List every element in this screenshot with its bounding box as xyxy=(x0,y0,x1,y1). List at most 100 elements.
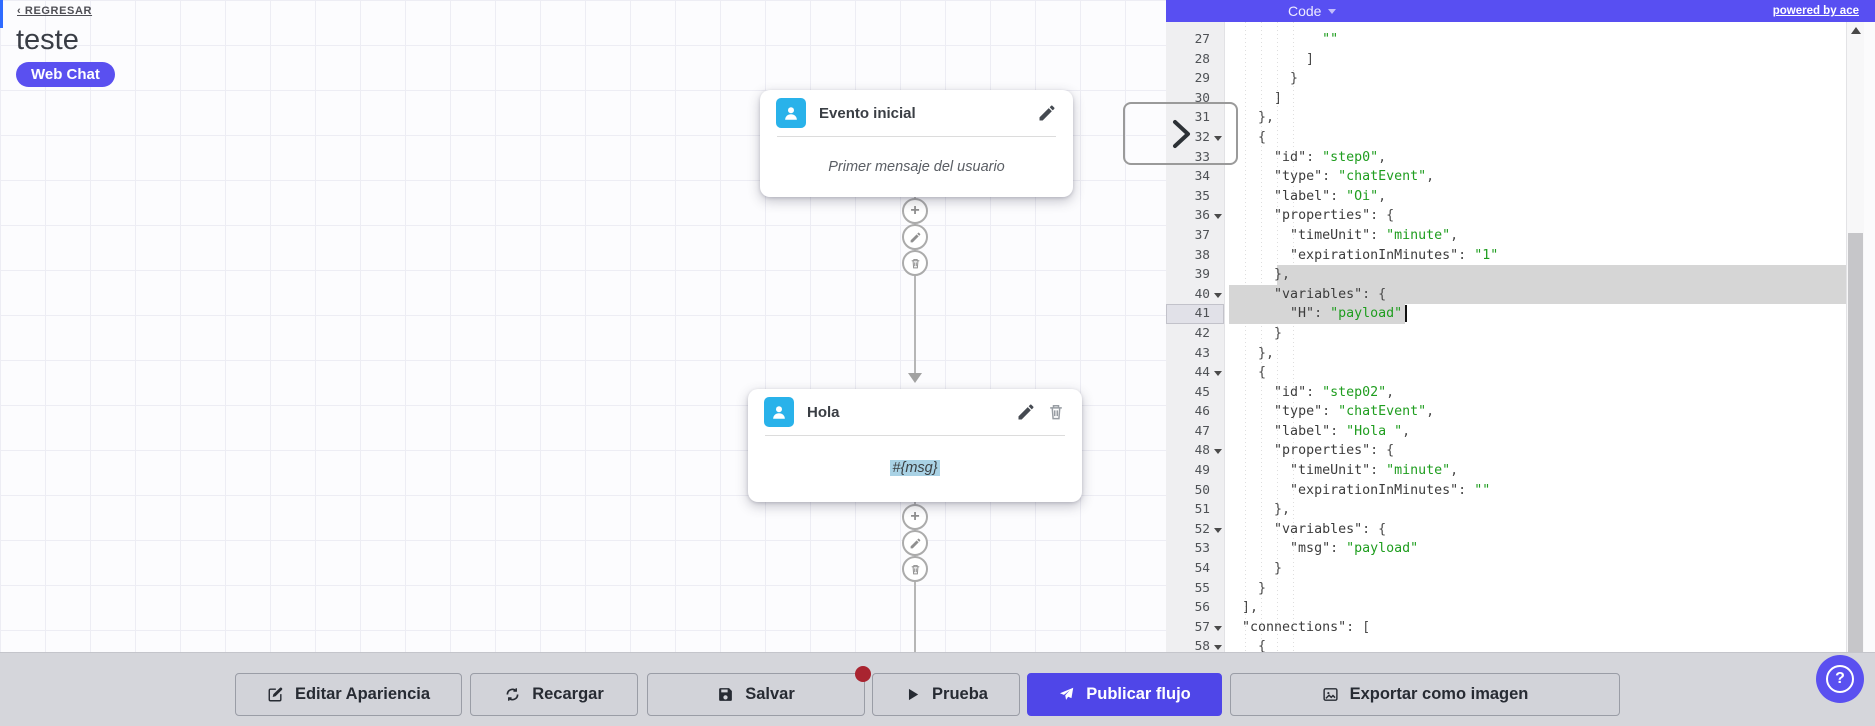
gutter-line-number[interactable]: 57 xyxy=(1166,618,1224,638)
gutter-line-number[interactable]: 28 xyxy=(1194,51,1210,67)
code-mode-dropdown[interactable]: Code xyxy=(1288,0,1337,22)
code-line[interactable]: } xyxy=(1226,580,1267,596)
gutter-line-number[interactable]: 43 xyxy=(1194,345,1210,361)
delete-node-icon[interactable] xyxy=(1046,402,1066,422)
code-line[interactable]: "H": "payload" xyxy=(1226,304,1846,324)
fold-arrow-icon[interactable] xyxy=(1214,527,1222,533)
code-line[interactable]: ], xyxy=(1226,600,1259,616)
save-button[interactable]: Salvar xyxy=(647,666,871,716)
publish-flow-button[interactable]: Publicar flujo xyxy=(1027,673,1222,716)
gutter-line-number[interactable]: 40 xyxy=(1166,285,1224,305)
fold-arrow-icon[interactable] xyxy=(1214,625,1222,631)
code-line[interactable]: "connections": [ xyxy=(1242,619,1371,635)
code-line[interactable]: "label": "Oi", xyxy=(1274,188,1387,204)
code-line[interactable]: } xyxy=(1226,71,1299,87)
code-line[interactable]: "id": "step02", xyxy=(1274,384,1395,400)
gutter-line-number[interactable]: 36 xyxy=(1166,206,1224,226)
gutter-line-number[interactable]: 42 xyxy=(1194,325,1210,341)
gutter-line-number[interactable]: 29 xyxy=(1194,71,1210,87)
powered-by-ace-link[interactable]: powered by ace xyxy=(1772,5,1859,17)
gutter-line-number[interactable]: 50 xyxy=(1194,482,1210,498)
code-line[interactable]: } xyxy=(1226,325,1283,341)
code-line[interactable]: "properties": { xyxy=(1274,443,1395,459)
gutter-line-number[interactable]: 41 xyxy=(1166,304,1224,324)
gutter-line-number[interactable]: 54 xyxy=(1194,561,1210,577)
flow-node-evento-inicial[interactable]: Evento inicial Primer mensaje del usuari… xyxy=(760,90,1073,197)
code-line[interactable]: "expirationInMinutes": "" xyxy=(1290,482,1491,498)
code-line[interactable]: }, xyxy=(1226,265,1846,285)
gutter-line-number[interactable]: 32 xyxy=(1166,128,1224,148)
gutter-line-number[interactable]: 34 xyxy=(1194,169,1210,185)
code-line[interactable]: }, xyxy=(1226,345,1275,361)
gutter-line-number[interactable]: 33 xyxy=(1194,149,1210,165)
reload-button[interactable]: Recargar xyxy=(470,673,638,716)
code-line[interactable]: "properties": { xyxy=(1274,208,1395,224)
gutter-line-number[interactable]: 53 xyxy=(1194,541,1210,557)
gutter-line-number[interactable]: 35 xyxy=(1194,188,1210,204)
flow-canvas[interactable]: ‹ REGRESAR teste Web Chat + + xyxy=(0,0,1166,726)
delete-connection-button[interactable] xyxy=(902,250,928,276)
code-line[interactable]: "type": "chatEvent", xyxy=(1274,169,1435,185)
fold-arrow-icon[interactable] xyxy=(1214,371,1222,377)
code-line[interactable]: { xyxy=(1226,365,1267,381)
gutter-line-number[interactable]: 56 xyxy=(1194,600,1210,616)
gutter-line-number[interactable]: 39 xyxy=(1194,267,1210,283)
gutter-line-number[interactable]: 31 xyxy=(1194,110,1210,126)
collapse-editor-button[interactable] xyxy=(1123,102,1238,165)
fold-arrow-icon[interactable] xyxy=(1214,645,1222,651)
code-line[interactable]: }, xyxy=(1226,110,1275,126)
code-line[interactable]: "expirationInMinutes": "1" xyxy=(1290,247,1499,263)
editor-scrollbar[interactable] xyxy=(1846,22,1864,726)
fold-arrow-icon[interactable] xyxy=(1214,135,1222,141)
code-line[interactable]: ] xyxy=(1226,90,1283,106)
edit-connection-button[interactable] xyxy=(902,224,928,250)
code-line[interactable]: } xyxy=(1226,561,1283,577)
edit-node-icon[interactable] xyxy=(1016,402,1036,422)
scroll-up-arrow-icon[interactable] xyxy=(1850,27,1861,34)
add-step-button[interactable]: + xyxy=(902,198,928,224)
gutter-line-number[interactable]: 45 xyxy=(1194,384,1210,400)
export-image-button[interactable]: Exportar como imagen xyxy=(1230,673,1620,716)
fold-arrow-icon[interactable] xyxy=(1214,449,1222,455)
code-line[interactable]: "msg": "payload" xyxy=(1290,541,1419,557)
gutter-line-number[interactable]: 48 xyxy=(1166,441,1224,461)
test-button[interactable]: Prueba xyxy=(872,673,1020,716)
code-line[interactable]: "timeUnit": "minute", xyxy=(1290,227,1459,243)
fold-arrow-icon[interactable] xyxy=(1214,214,1222,220)
back-link[interactable]: ‹ REGRESAR xyxy=(17,5,93,17)
edit-appearance-button[interactable]: Editar Apariencia xyxy=(235,673,462,716)
gutter-line-number[interactable]: 46 xyxy=(1194,404,1210,420)
code-line[interactable]: "label": "Hola ", xyxy=(1274,423,1411,439)
code-line[interactable]: "" xyxy=(1322,32,1339,47)
edit-node-icon[interactable] xyxy=(1037,103,1057,123)
code-line[interactable]: "variables": { xyxy=(1226,284,1846,305)
gutter-line-number[interactable]: 58 xyxy=(1166,637,1224,657)
gutter-line-number[interactable]: 52 xyxy=(1166,520,1224,540)
gutter-line-number[interactable]: 38 xyxy=(1194,247,1210,263)
code-line[interactable]: ] xyxy=(1226,51,1315,67)
code-text-area[interactable]: "" ] } ] }, { "id": "step0", "type": "ch… xyxy=(1226,22,1846,726)
gutter-line-number[interactable]: 51 xyxy=(1194,502,1210,518)
code-line[interactable]: }, xyxy=(1226,502,1291,518)
gutter-line-number[interactable]: 47 xyxy=(1194,423,1210,439)
flow-node-hola[interactable]: Hola #{msg} xyxy=(748,389,1082,502)
code-line[interactable]: { xyxy=(1226,639,1267,655)
fold-arrow-icon[interactable] xyxy=(1214,292,1222,298)
code-line[interactable]: { xyxy=(1226,129,1267,145)
gutter-line-number[interactable]: 55 xyxy=(1194,580,1210,596)
code-line[interactable]: "variables": { xyxy=(1274,521,1387,537)
plus-icon: + xyxy=(910,202,920,219)
add-step-button[interactable]: + xyxy=(902,504,928,530)
scrollbar-thumb[interactable] xyxy=(1848,233,1863,652)
gutter-line-number[interactable]: 44 xyxy=(1166,363,1224,383)
code-line[interactable]: "timeUnit": "minute", xyxy=(1290,463,1459,479)
help-button[interactable]: ? xyxy=(1816,655,1864,703)
delete-connection-button[interactable] xyxy=(902,556,928,582)
gutter-line-number[interactable]: 37 xyxy=(1194,227,1210,243)
edit-connection-button[interactable] xyxy=(902,530,928,556)
gutter-line-number[interactable]: 49 xyxy=(1194,463,1210,479)
code-line[interactable]: "id": "step0", xyxy=(1274,149,1387,165)
gutter-line-number[interactable]: 27 xyxy=(1194,32,1210,47)
code-line[interactable]: "type": "chatEvent", xyxy=(1274,404,1435,420)
